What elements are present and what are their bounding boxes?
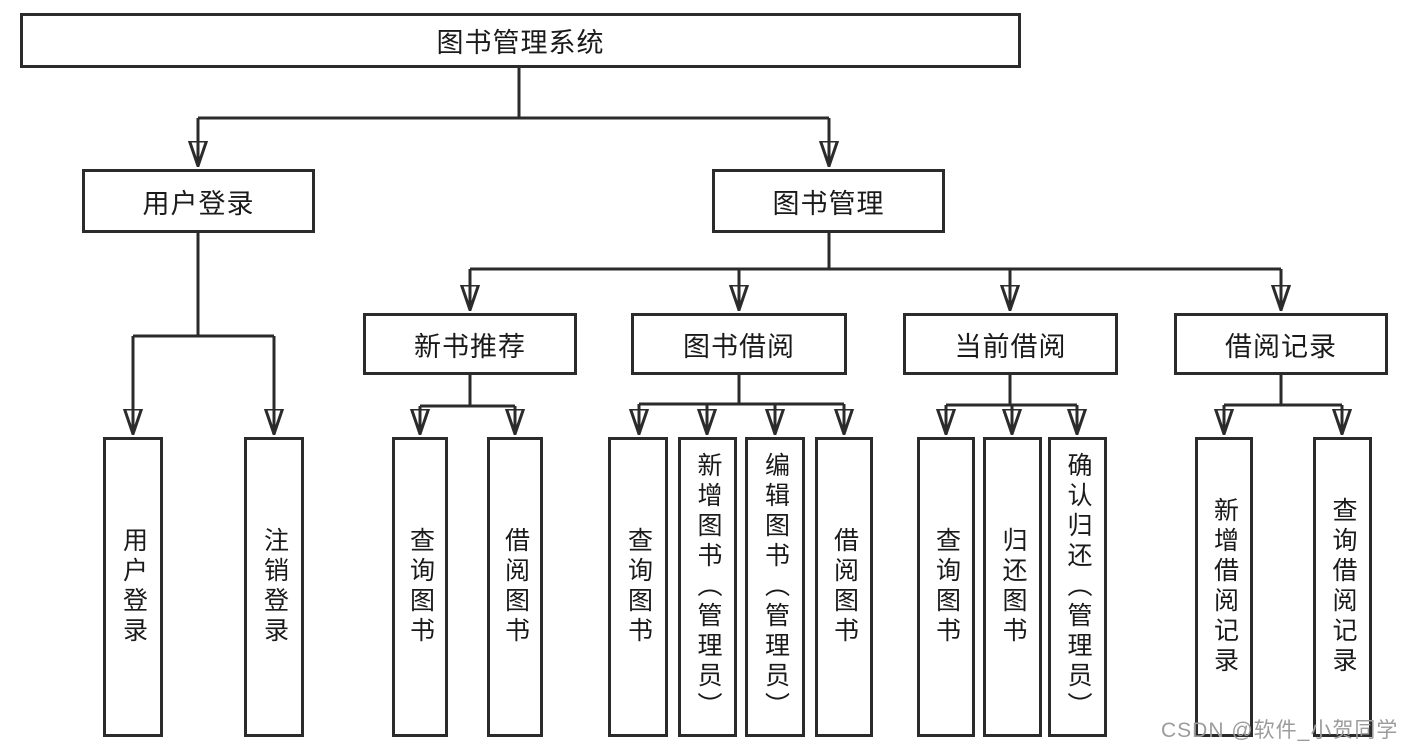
leaf-confirm-return-admin-label: 确认归还（管理员）: [1064, 452, 1092, 722]
leaf-logout-label: 注销登录: [260, 527, 289, 647]
node-borrowing-records: 借阅记录: [1174, 313, 1388, 375]
leaf-query-borrow-record-label: 查询借阅记录: [1329, 497, 1357, 677]
leaf-user-login-label: 用户登录: [119, 527, 148, 647]
node-borrowing-records-label: 借阅记录: [1225, 331, 1337, 362]
node-user-login-branch-label: 用户登录: [142, 188, 255, 219]
node-new-book-recommend-label: 新书推荐: [414, 331, 526, 362]
node-current-borrowing-label: 当前借阅: [954, 331, 1067, 362]
node-book-management-branch-label: 图书管理: [772, 188, 885, 219]
leaf-return-books: 归还图书: [983, 437, 1042, 737]
leaf-edit-books-admin: 编辑图书（管理员）: [745, 437, 805, 737]
leaf-query-books-1-label: 查询图书: [406, 527, 435, 647]
leaf-query-books-2: 查询图书: [608, 437, 668, 737]
leaf-borrow-books-2-label: 借阅图书: [830, 527, 859, 647]
leaf-query-books-1: 查询图书: [392, 437, 448, 737]
node-book-borrowing-label: 图书借阅: [683, 331, 795, 362]
leaf-edit-books-admin-label: 编辑图书（管理员）: [761, 452, 790, 722]
node-library-management-system: 图书管理系统: [20, 13, 1021, 68]
leaf-logout: 注销登录: [244, 437, 304, 737]
csdn-watermark: CSDN @软件_小贺同学: [1161, 719, 1399, 742]
leaf-confirm-return-admin: 确认归还（管理员）: [1048, 437, 1107, 737]
leaf-query-books-3: 查询图书: [917, 437, 975, 737]
leaf-add-borrow-record-label: 新增借阅记录: [1210, 497, 1239, 677]
node-current-borrowing: 当前借阅: [903, 313, 1118, 375]
leaf-user-login: 用户登录: [103, 437, 163, 737]
leaf-add-books-admin-label: 新增图书（管理员）: [694, 452, 722, 722]
node-user-login-branch: 用户登录: [82, 169, 315, 233]
leaf-add-borrow-record: 新增借阅记录: [1195, 437, 1253, 737]
leaf-query-books-2-label: 查询图书: [624, 527, 653, 647]
leaf-borrow-books-1-label: 借阅图书: [501, 527, 530, 647]
node-new-book-recommend: 新书推荐: [363, 313, 577, 375]
leaf-return-books-label: 归还图书: [999, 527, 1027, 647]
leaf-borrow-books-2: 借阅图书: [815, 437, 873, 737]
leaf-query-books-3-label: 查询图书: [932, 527, 961, 647]
node-book-borrowing: 图书借阅: [631, 313, 847, 375]
node-book-management-branch: 图书管理: [712, 169, 945, 233]
leaf-borrow-books-1: 借阅图书: [487, 437, 543, 737]
node-library-management-system-label: 图书管理系统: [436, 28, 605, 58]
leaf-query-borrow-record: 查询借阅记录: [1313, 437, 1372, 737]
leaf-add-books-admin: 新增图书（管理员）: [678, 437, 737, 737]
